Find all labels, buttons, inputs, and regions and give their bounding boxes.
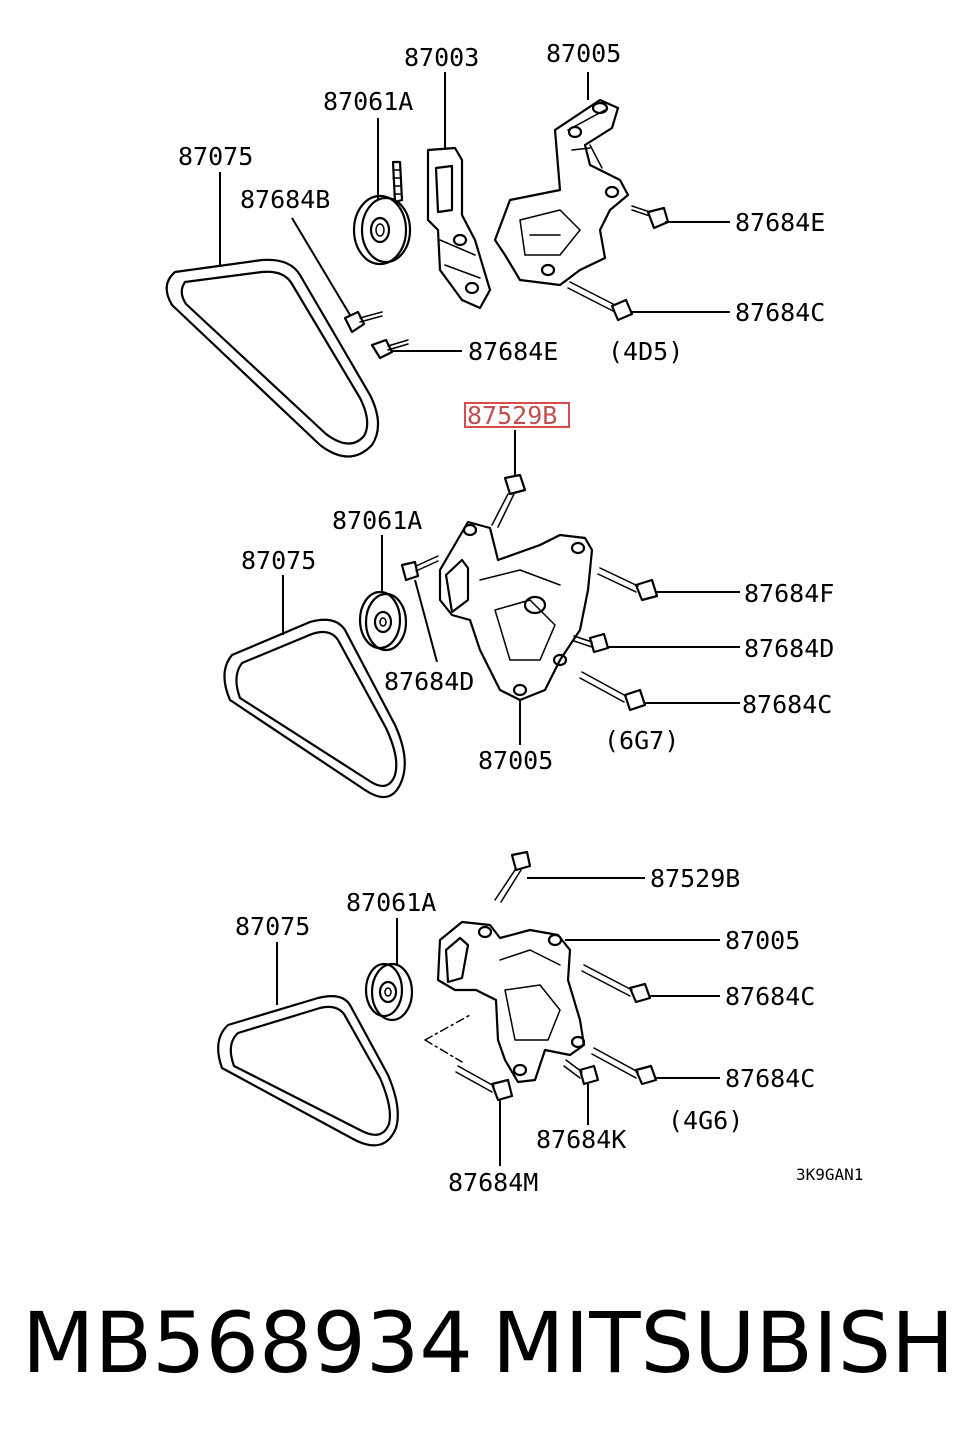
section-6g7: 87529B [223, 401, 834, 799]
section-4d5: 87075 87684B 87061A 87003 87005 87684E 8… [165, 39, 825, 458]
label-bolt-f-6g7: 87684F [744, 579, 834, 608]
drive-belt-6g7 [223, 618, 406, 799]
label-bolt-k-4g6: 87684K [536, 1125, 626, 1154]
drive-belt-4g6 [217, 995, 399, 1147]
bolt-87684d-right-6g7 [573, 632, 610, 654]
label-tensioner-4d5: 87003 [404, 43, 479, 72]
label-bolt-c-lower-4g6: 87684C [725, 1064, 815, 1093]
bolt-87529b-6g7 [491, 473, 527, 528]
label-bolt-c-4d5: 87684C [735, 298, 825, 327]
label-belt-4g6: 87075 [235, 912, 310, 941]
label-bolt-c-upper-4g6: 87684C [725, 982, 815, 1011]
bracket-4d5 [493, 98, 630, 287]
label-bolt-c-6g7: 87684C [742, 690, 832, 719]
label-bolt-m-4g6: 87684M [448, 1168, 538, 1197]
bolt-87684d-left-6g7 [400, 555, 439, 582]
bolt-87684c-6g7 [579, 671, 647, 712]
label-bracket-4g6: 87005 [725, 926, 800, 955]
label-bolt-e-bottom-4d5: 87684E [468, 337, 558, 366]
engine-code-6g7: (6G7) [604, 726, 679, 755]
footer: MB568934 MITSUBISHI [0, 1288, 960, 1398]
label-bolt-d-left-6g7: 87684D [384, 667, 474, 696]
label-belt-4d5: 87075 [178, 142, 253, 171]
leaders-6g7 [282, 535, 740, 745]
bolt-87529b-4g6 [494, 850, 532, 903]
highlight-box [464, 402, 570, 428]
bracket-4g6 [436, 920, 586, 1084]
leaders-4d5 [219, 72, 730, 352]
label-belt-6g7: 87075 [241, 546, 316, 575]
label-idler-6g7: 87061A [332, 506, 422, 535]
label-highlighted-bolt-6g7: 87529B [467, 401, 557, 430]
bracket-6g7 [438, 520, 594, 702]
tensioner-arm-4d5 [426, 146, 492, 310]
section-4g6: 87529B 87061A 87075 87005 87684C 87684C … [217, 850, 863, 1197]
brand-name: MITSUBISHI [492, 1294, 960, 1392]
label-bracket-4d5: 87005 [546, 39, 621, 68]
idler-pulley-4d5 [352, 194, 412, 266]
engine-code-4d5: (4D5) [608, 337, 683, 366]
bolt-87684k-4g6 [563, 1059, 600, 1086]
bolt-87684e-right-4d5 [631, 205, 670, 230]
bolt-87684c-lower-4g6 [591, 1047, 658, 1086]
label-idler-4g6: 87061A [346, 888, 436, 917]
label-idler-4d5: 87061A [323, 87, 413, 116]
drive-belt-4d5 [165, 258, 380, 458]
label-bolt-b-4d5: 87684B [240, 185, 330, 214]
engine-code-4g6: (4G6) [668, 1106, 743, 1135]
label-bolt-529b-4g6: 87529B [650, 864, 740, 893]
bolt-87684f-6g7 [597, 567, 659, 602]
idler-pulley-4g6 [364, 962, 414, 1022]
bolt-87684e-bottom-4d5 [370, 338, 409, 360]
part-number: MB568934 [22, 1294, 473, 1392]
leaders-4g6 [276, 877, 720, 1166]
stud-4d5 [391, 160, 404, 204]
bolt-87684m-4g6 [455, 1065, 514, 1102]
drawing-code: 3K9GAN1 [796, 1165, 863, 1184]
bolt-87684b-4d5 [343, 310, 383, 334]
bolt-87684c-4d5 [567, 281, 634, 322]
label-bolt-d-right-6g7: 87684D [744, 634, 834, 663]
label-bracket-6g7: 87005 [478, 746, 553, 775]
idler-pulley-6g7 [358, 590, 408, 652]
label-bolt-e-right-4d5: 87684E [735, 208, 825, 237]
bolt-87684c-upper-4g6 [581, 964, 652, 1004]
